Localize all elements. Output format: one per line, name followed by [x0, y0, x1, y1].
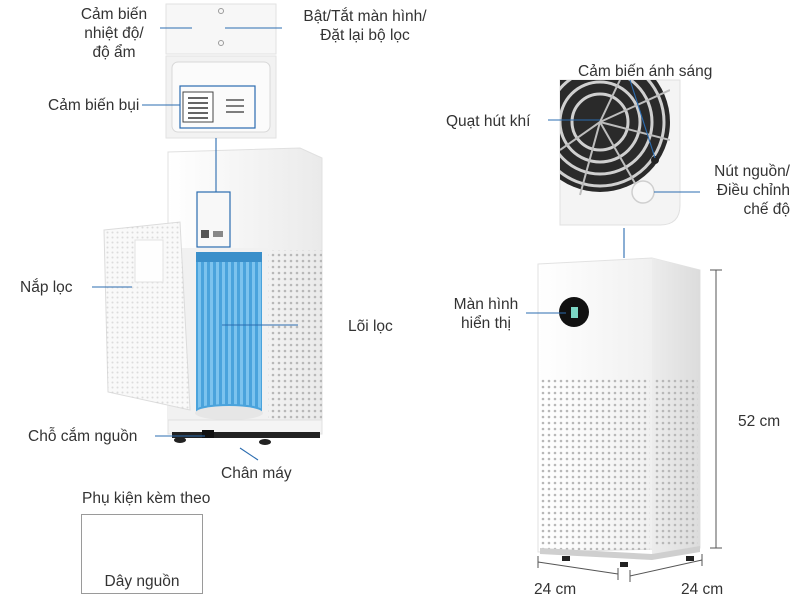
power-port-label: Chỗ cắm nguồn: [28, 428, 138, 445]
accessories-title: Phụ kiện kèm theo: [82, 490, 211, 507]
power-button-line-1: Nút nguồn/: [714, 163, 790, 180]
exhaust-fan-label: Quạt hút khí: [446, 113, 531, 130]
display-line-1: Màn hình: [453, 296, 519, 313]
temp-humidity-sensor-line-2: nhiệt độ/: [84, 25, 144, 42]
temp-humidity-sensor-label: Cảm biến nhiệt độ/ độ ẩm: [66, 5, 162, 62]
power-button-line-2: Điều chỉnh: [716, 182, 790, 199]
top-panel-detail: [165, 3, 277, 139]
filter-core-label: Lõi lọc: [348, 318, 393, 335]
display-line-2: hiển thị: [461, 315, 511, 332]
power-button-line-3: chế độ: [743, 201, 790, 218]
power-button-label: Nút nguồn/ Điều chỉnh chế độ: [682, 162, 790, 219]
accessory-box: Dây nguồn: [81, 514, 203, 594]
temp-humidity-sensor-line-3: độ ẩm: [92, 44, 136, 61]
temp-humidity-sensor-line-1: Cảm biến: [80, 6, 148, 23]
power-cord-label: Dây nguồn: [104, 573, 180, 590]
dimension-lines: [537, 269, 722, 582]
screen-toggle-label: Bật/Tắt màn hình/ Đặt lại bộ lọc: [290, 7, 440, 45]
width-dimension-label: 24 cm: [534, 581, 577, 598]
purifier-open-illustration: [167, 147, 323, 445]
display-label: Màn hình hiển thị: [444, 295, 528, 333]
light-sensor-label: Cảm biến ánh sáng: [578, 63, 713, 80]
filter-cover-label: Nắp lọc: [20, 279, 73, 296]
height-dimension-label: 52 cm: [738, 413, 781, 430]
screen-toggle-line-2: Đặt lại bộ lọc: [320, 27, 410, 44]
filter-cover-illustration: [103, 221, 191, 411]
leader-lines: [92, 27, 700, 461]
screen-toggle-line-1: Bật/Tắt màn hình/: [303, 8, 427, 25]
depth-dimension-label: 24 cm: [681, 581, 724, 598]
dust-sensor-label: Cảm biến bụi: [48, 97, 140, 114]
purifier-full-illustration: [537, 257, 701, 567]
fan-detail: [559, 79, 681, 226]
feet-label: Chân máy: [221, 465, 292, 482]
